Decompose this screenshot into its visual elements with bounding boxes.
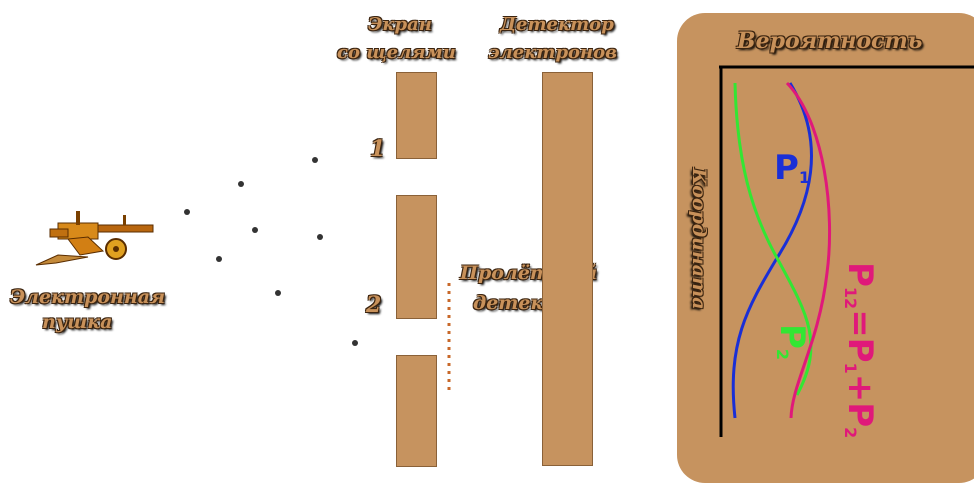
electron-dot — [317, 234, 323, 240]
p2-curve — [733, 82, 813, 396]
probability-graph — [719, 65, 974, 437]
electron-detector-plate — [542, 72, 593, 466]
detector-label-line1: Детектор — [500, 14, 614, 35]
electron-gun-icon — [35, 211, 154, 266]
screen-segment-middle — [396, 195, 437, 319]
electron-dot — [238, 181, 244, 187]
screen-label-line1: Экран — [368, 14, 432, 35]
coordinate-axis-label: Координата — [688, 168, 710, 310]
electron-dot — [184, 209, 190, 215]
probability-title: Вероятность — [737, 28, 923, 54]
electron-dot — [312, 157, 318, 163]
p12-label: P12=P1+P2 — [840, 262, 880, 438]
probability-panel — [677, 13, 974, 483]
flight-detector-line — [447, 283, 451, 395]
gun-label-line1: Электронная — [10, 286, 166, 308]
p12-plus: +P — [840, 373, 880, 428]
p2-sub: 2 — [772, 348, 792, 361]
p12-sub-1: 1 — [840, 362, 860, 374]
p12-main: P — [840, 262, 880, 287]
p12-curve — [785, 81, 832, 419]
detector-label-line2: электронов — [488, 42, 618, 63]
slit-1-label: 1 — [370, 136, 386, 162]
p2-main: P — [772, 324, 812, 349]
electron-dot — [352, 340, 358, 346]
p1-label: P1 — [774, 148, 810, 188]
p12-sub-2: 2 — [840, 427, 860, 439]
electron-dot — [252, 227, 258, 233]
electron-dot — [216, 256, 222, 262]
screen-segment-top — [396, 72, 437, 159]
p1-main: P — [774, 148, 799, 188]
gun-label-line2: пушка — [42, 311, 113, 333]
electron-dot — [275, 290, 281, 296]
p1-sub: 1 — [798, 168, 811, 188]
p2-label: P2 — [772, 324, 812, 360]
screen-segment-bottom — [396, 355, 437, 467]
slit-2-label: 2 — [366, 292, 382, 318]
p12-sub: 12 — [840, 286, 860, 310]
p12-eq: =P — [840, 309, 880, 363]
screen-label-line2: со щелями — [337, 42, 456, 63]
